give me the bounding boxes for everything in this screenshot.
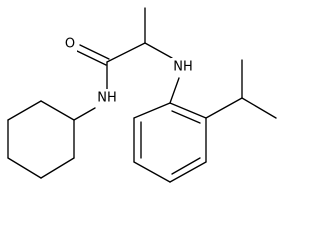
amine-nitrogen-label-background xyxy=(171,58,195,76)
benzene-inner-double-bond-1 xyxy=(171,110,201,124)
carbonyl-double-bond-left xyxy=(76,50,107,66)
carbonyl-double-bond-right xyxy=(79,44,110,60)
molecule-structure: O NH NH xyxy=(7,7,277,183)
bonds xyxy=(7,7,277,183)
cyclohexane-bond-2 xyxy=(40,157,75,179)
isopropyl-right-methyl-bond xyxy=(241,97,277,119)
atom-labels: O NH NH xyxy=(63,36,195,107)
amide-nitrogen-label-background xyxy=(95,89,119,107)
alpha-carbon-to-amine-nitrogen-bond xyxy=(144,42,173,59)
cyclohexane-bond-3 xyxy=(7,157,42,179)
benzene-bond-3 xyxy=(169,161,207,183)
benzene-bond-6 xyxy=(133,102,171,119)
oxygen-label-background xyxy=(63,36,77,52)
benzene-inner-double-bond-2 xyxy=(171,157,201,175)
structure-diagram-canvas: O NH NH xyxy=(7,7,277,183)
carbonyl-to-alpha-carbon-bond xyxy=(106,42,146,63)
amine-nitrogen-to-benzene-bond xyxy=(169,77,180,104)
benzene-bond-4 xyxy=(133,161,171,183)
benzene-bond-1 xyxy=(169,102,207,119)
amine-nitrogen-label: NH xyxy=(173,60,193,75)
amide-nitrogen-to-cyclohexyl-bond xyxy=(73,107,96,121)
benzene-to-isopropyl-bond xyxy=(205,97,243,119)
oxygen-label: O xyxy=(65,37,75,52)
amide-nitrogen-label: NH xyxy=(97,91,117,106)
cyclohexane-bond-6 xyxy=(40,100,75,121)
cyclohexane-bond-5 xyxy=(7,100,42,121)
